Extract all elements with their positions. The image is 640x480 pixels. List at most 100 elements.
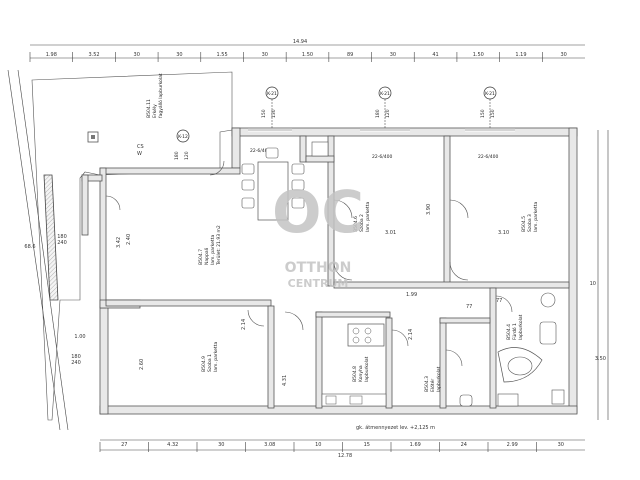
right-dim-2: 3.50 <box>595 356 606 362</box>
top-dim-label: 30 <box>134 52 140 58</box>
misc-label: 3.42 <box>116 237 122 248</box>
interior-walls <box>105 135 570 409</box>
misc-label: CS <box>137 144 144 150</box>
axis-tags: K-21 K-21 K-21 K-12 <box>176 86 497 143</box>
svg-text:Konyha: Konyha <box>358 365 364 382</box>
svg-text:lam. parketta: lam. parketta <box>365 202 371 232</box>
room-label-room-1: B504.9 Szoba 1 lam. parketta <box>201 342 219 372</box>
top-dim-label: 3.52 <box>88 52 99 58</box>
room-label-balcony: B504.11 Erkély fagyálló lapburkolat <box>146 73 164 118</box>
parapet-note: 22-6/400 <box>478 154 498 160</box>
watermark-line1: OTTHON <box>285 260 352 276</box>
misc-label: 3.10 <box>498 230 509 236</box>
svg-text:K-21: K-21 <box>485 91 495 97</box>
misc-label: 3.90 <box>426 204 432 215</box>
window-tag: 150 <box>480 109 486 118</box>
top-dim-label: 30 <box>560 52 566 58</box>
misc-label: 2.14 <box>241 319 247 330</box>
room-label-room-2: B504.6 Szoba 2 lam. parketta <box>353 202 371 232</box>
bottom-dim-label: 1.69 <box>410 442 421 448</box>
axis-tag: K-12 <box>176 129 190 143</box>
room-label-bath: B504.4 Fürdő 1 lapburkolat <box>506 314 524 340</box>
left-dim-4: 1.00 <box>74 334 85 340</box>
svg-text:K-12: K-12 <box>178 134 188 140</box>
svg-text:Fürdő 1: Fürdő 1 <box>512 323 518 340</box>
svg-text:Szoba 1: Szoba 1 <box>207 354 213 372</box>
top-dim-label: 30 <box>390 52 396 58</box>
svg-text:B504.6: B504.6 <box>353 216 359 232</box>
watermark-line2: CENTRUM <box>288 277 349 290</box>
svg-text:B504.8: B504.8 <box>352 366 358 382</box>
bottom-dim-label: 24 <box>461 442 467 448</box>
axis-tag: K-21 <box>483 86 497 128</box>
axis-tag: K-21 <box>378 86 392 128</box>
kitchen-fixtures <box>321 323 387 407</box>
room-label-room-3: B504.5 Szoba 3 lam. parketta <box>521 202 539 232</box>
window-tag: 130 <box>271 109 277 118</box>
svg-text:Szoba 2: Szoba 2 <box>359 214 365 232</box>
svg-text:B504.3: B504.3 <box>424 376 430 392</box>
top-dim-label: 30 <box>176 52 182 58</box>
window-tags: 150 130 180 120 150 150 180 120 <box>174 109 496 160</box>
svg-text:Erkély: Erkély <box>151 104 158 118</box>
doors <box>105 160 513 367</box>
room-labels: B504.11 Erkély fagyálló lapburkolat B504… <box>146 73 539 392</box>
svg-text:Szoba 3: Szoba 3 <box>527 214 533 232</box>
svg-text:K-21: K-21 <box>267 91 277 97</box>
window-tag: 150 <box>490 109 496 118</box>
floor-height-note: gk. átmennyezet lev. +2,125 m <box>356 424 435 431</box>
watermark-logo: OC <box>272 178 364 246</box>
top-total-dim: 14.94 <box>293 39 307 45</box>
svg-text:lam. parketta: lam. parketta <box>210 235 216 265</box>
axis-tag: K-21 <box>265 86 279 128</box>
bottom-dim-label: 30 <box>558 442 564 448</box>
svg-text:B504.11: B504.11 <box>146 99 152 118</box>
parapet-notes: 22-6/400 22-6/400 22-6/400 <box>250 148 498 160</box>
bottom-dim-label: 27 <box>121 442 127 448</box>
left-dim-6: 240 <box>71 360 81 366</box>
top-dim-label: 1.98 <box>46 52 57 58</box>
top-dim-label: 1.55 <box>217 52 228 58</box>
parapet-note: 22-6/400 <box>250 148 270 154</box>
misc-label: 77 <box>496 298 502 304</box>
svg-text:B504.7: B504.7 <box>198 249 204 265</box>
svg-text:B504.4: B504.4 <box>506 324 512 340</box>
window-tag: 120 <box>385 109 391 118</box>
misc-label: 4.31 <box>282 375 288 386</box>
bottom-dim-label: 2.99 <box>507 442 518 448</box>
right-dimension-line: 10 3.50 <box>590 130 609 420</box>
left-dim-1: 68.6 <box>24 244 35 250</box>
left-dim-5: 180 <box>71 354 81 360</box>
bathroom-fixtures <box>459 292 565 407</box>
bottom-total-dim: 12.78 <box>338 453 352 459</box>
svg-text:B504.9: B504.9 <box>201 356 207 372</box>
svg-text:Terület: 21.93 m2: Terület: 21.93 m2 <box>216 225 222 266</box>
top-dim-label: 1.50 <box>302 52 313 58</box>
room-label-kitchen: B504.8 Konyha lapburkolat <box>352 356 370 382</box>
svg-text:K-21: K-21 <box>380 91 390 97</box>
window-tag: 180 <box>174 151 180 160</box>
misc-label: 2.40 <box>126 234 132 245</box>
svg-text:lapburkolat: lapburkolat <box>436 366 442 392</box>
top-dim-label: 30 <box>262 52 268 58</box>
svg-text:lapburkolat: lapburkolat <box>518 314 524 340</box>
svg-text:Előtér: Előtér <box>429 379 436 392</box>
parapet-note: 22-6/400 <box>372 154 392 160</box>
window-tag: 180 <box>375 109 381 118</box>
left-dimension-line: 68.6 180 240 1.00 180 240 <box>7 69 86 431</box>
room-label-living: B504.7 Nappali lam. parketta Terület: 21… <box>198 225 222 266</box>
misc-label: 1.99 <box>406 292 417 298</box>
misc-label: W <box>137 151 142 157</box>
top-dim-label: 41 <box>432 52 438 58</box>
left-dim-2: 180 <box>57 234 67 240</box>
window-tag: 150 <box>261 109 267 118</box>
svg-text:fagyálló lapburkolat: fagyálló lapburkolat <box>157 73 164 118</box>
bottom-dim-label: 30 <box>218 442 224 448</box>
svg-text:lapburkolat: lapburkolat <box>364 356 370 382</box>
bottom-dim-label: 3.08 <box>264 442 275 448</box>
window-tag: 120 <box>184 151 190 160</box>
